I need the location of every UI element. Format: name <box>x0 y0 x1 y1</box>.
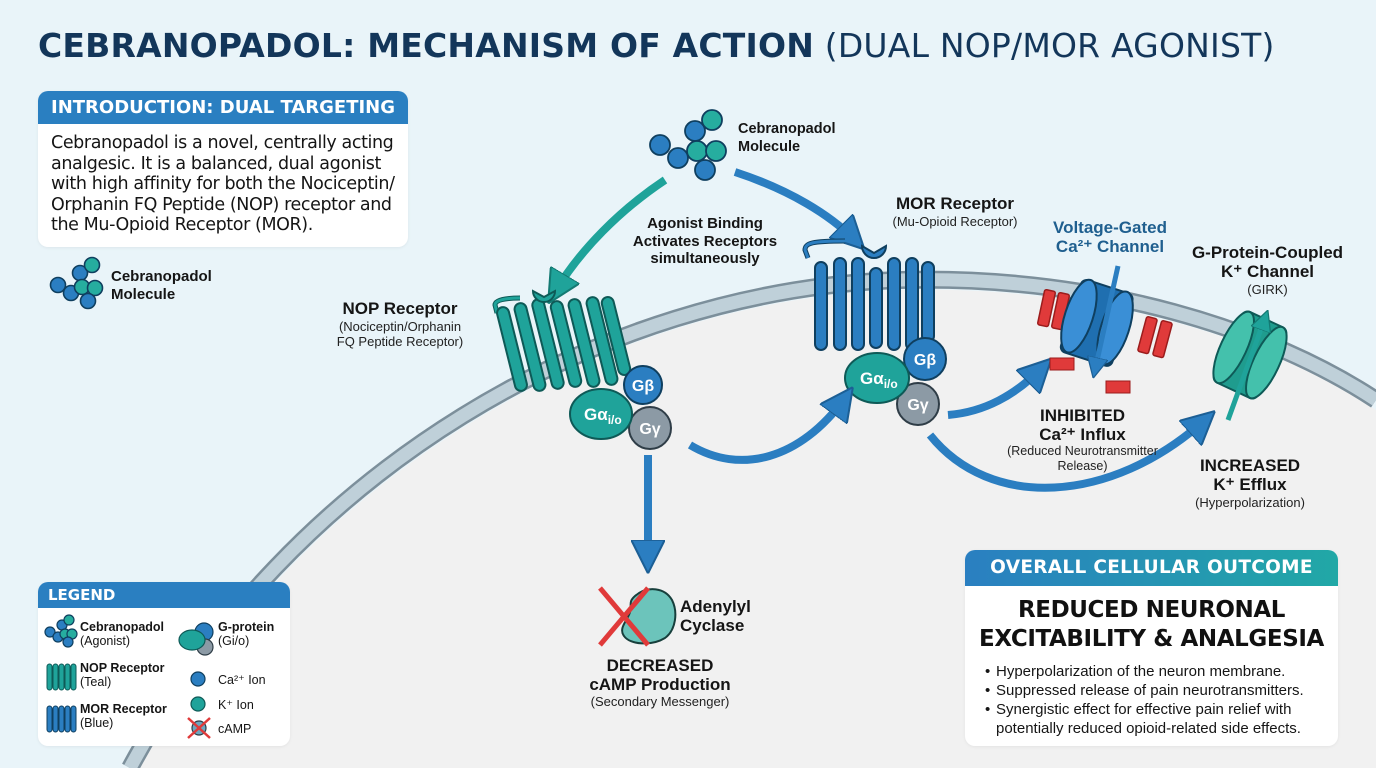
outcome-bullet: Synergistic effect for effective pain re… <box>985 700 1338 738</box>
outcome-bullets: Hyperpolarization of the neuron membrane… <box>965 654 1338 738</box>
molecule-top-label: Cebranopadol Molecule <box>738 121 836 155</box>
title-bold: CEBRANOPADOL: MECHANISM OF ACTION <box>38 26 815 65</box>
ca-influx-effect: INHIBITED Ca²⁺ Influx (Reduced Neurotran… <box>1007 406 1158 473</box>
outcome-bullet: Suppressed release of pain neurotransmit… <box>985 681 1338 700</box>
nop-receptor-icon <box>46 663 77 691</box>
cebranopadol-molecule-left <box>49 256 104 310</box>
legend-item-nop: NOP Receptor(Teal) <box>80 661 165 689</box>
girk-channel <box>1212 307 1288 421</box>
g-beta-label-nop: Gβ <box>632 378 654 395</box>
calcium-channel <box>1036 265 1173 394</box>
outcome-headline: REDUCED NEURONAL EXCITABILITY & ANALGESI… <box>979 597 1324 652</box>
g-gamma-label-nop: Gγ <box>639 421 660 438</box>
mor-receptor-label: MOR Receptor (Mu-Opioid Receptor) <box>892 194 1018 229</box>
arrow-to-mor <box>733 168 855 240</box>
g-alpha-label-mor: Gαi/o <box>860 369 898 391</box>
outcome-heading: OVERALL CELLULAR OUTCOME <box>965 550 1338 586</box>
legend-heading: LEGEND <box>38 582 290 608</box>
outcome-card: OVERALL CELLULAR OUTCOME REDUCED NEURONA… <box>965 550 1338 746</box>
arrow-to-k-channel <box>926 420 1205 492</box>
g-protein-icon <box>178 622 214 656</box>
adenylyl-cyclase-crossed <box>598 586 677 647</box>
k-efflux-arrow <box>1225 318 1265 421</box>
intro-heading: INTRODUCTION: DUAL TARGETING <box>38 91 408 124</box>
outcome-bullet: Hyperpolarization of the neuron membrane… <box>985 662 1338 681</box>
mor-receptor <box>802 238 935 351</box>
nop-receptor-label: NOP Receptor (Nociceptin/Orphanin FQ Pep… <box>336 299 464 349</box>
cebranopadol-molecule-top <box>649 109 727 181</box>
legend-card: LEGEND <box>38 582 290 746</box>
g-protein-mor <box>844 337 947 426</box>
arrow-nop-to-mor <box>687 398 845 464</box>
intro-card: INTRODUCTION: DUAL TARGETING Cebranopado… <box>38 91 408 247</box>
g-protein-nop <box>569 365 672 450</box>
nop-receptor <box>492 289 632 392</box>
k-channel-label: G-Protein-Coupled K⁺ Channel (GIRK) <box>1191 243 1344 297</box>
camp-effect: DECREASED cAMP Production (Secondary Mes… <box>589 656 731 709</box>
legend-item-gprotein: G-protein(Gi/o) <box>218 620 275 648</box>
arrow-to-nop <box>555 176 668 292</box>
intro-body: Cebranopadol is a novel, centrally actin… <box>51 133 395 235</box>
legend-item-mor: MOR Receptor(Blue) <box>80 702 167 730</box>
legend-item-cebranopadol: Cebranopadol(Agonist) <box>80 620 165 648</box>
page-title: CEBRANOPADOL: MECHANISM OF ACTION (DUAL … <box>38 26 1275 65</box>
legend-icons <box>44 614 214 739</box>
legend-item-k-ion: K⁺ Ion <box>218 698 254 712</box>
legend-item-camp: cAMP <box>218 722 252 736</box>
adenylyl-cyclase-label: Adenylyl Cyclase <box>680 597 751 635</box>
arrow-to-ca-channel <box>947 368 1042 419</box>
g-gamma-label-mor: Gγ <box>907 397 928 414</box>
molecule-left-label: Cebranopadol Molecule <box>111 268 212 303</box>
k-efflux-effect: INCREASED K⁺ Efflux (Hyperpolarization) <box>1195 456 1305 510</box>
binding-note: Agonist Binding Activates Receptors simu… <box>632 215 778 267</box>
k-ion-icon <box>190 696 206 712</box>
molecule-icon <box>44 614 78 648</box>
mor-receptor-icon <box>46 705 77 733</box>
ca-channel-label: Voltage-Gated Ca²⁺ Channel <box>1053 218 1167 256</box>
ca-ion-icon <box>190 671 206 687</box>
title-light: (DUAL NOP/MOR AGONIST) <box>824 26 1275 65</box>
g-beta-label-mor: Gβ <box>914 352 936 369</box>
g-alpha-label-nop: Gαi/o <box>584 405 622 427</box>
ca-influx-arrow <box>1095 265 1121 370</box>
camp-crossed-icon <box>187 717 211 739</box>
legend-item-ca-ion: Ca²⁺ Ion <box>218 673 266 687</box>
